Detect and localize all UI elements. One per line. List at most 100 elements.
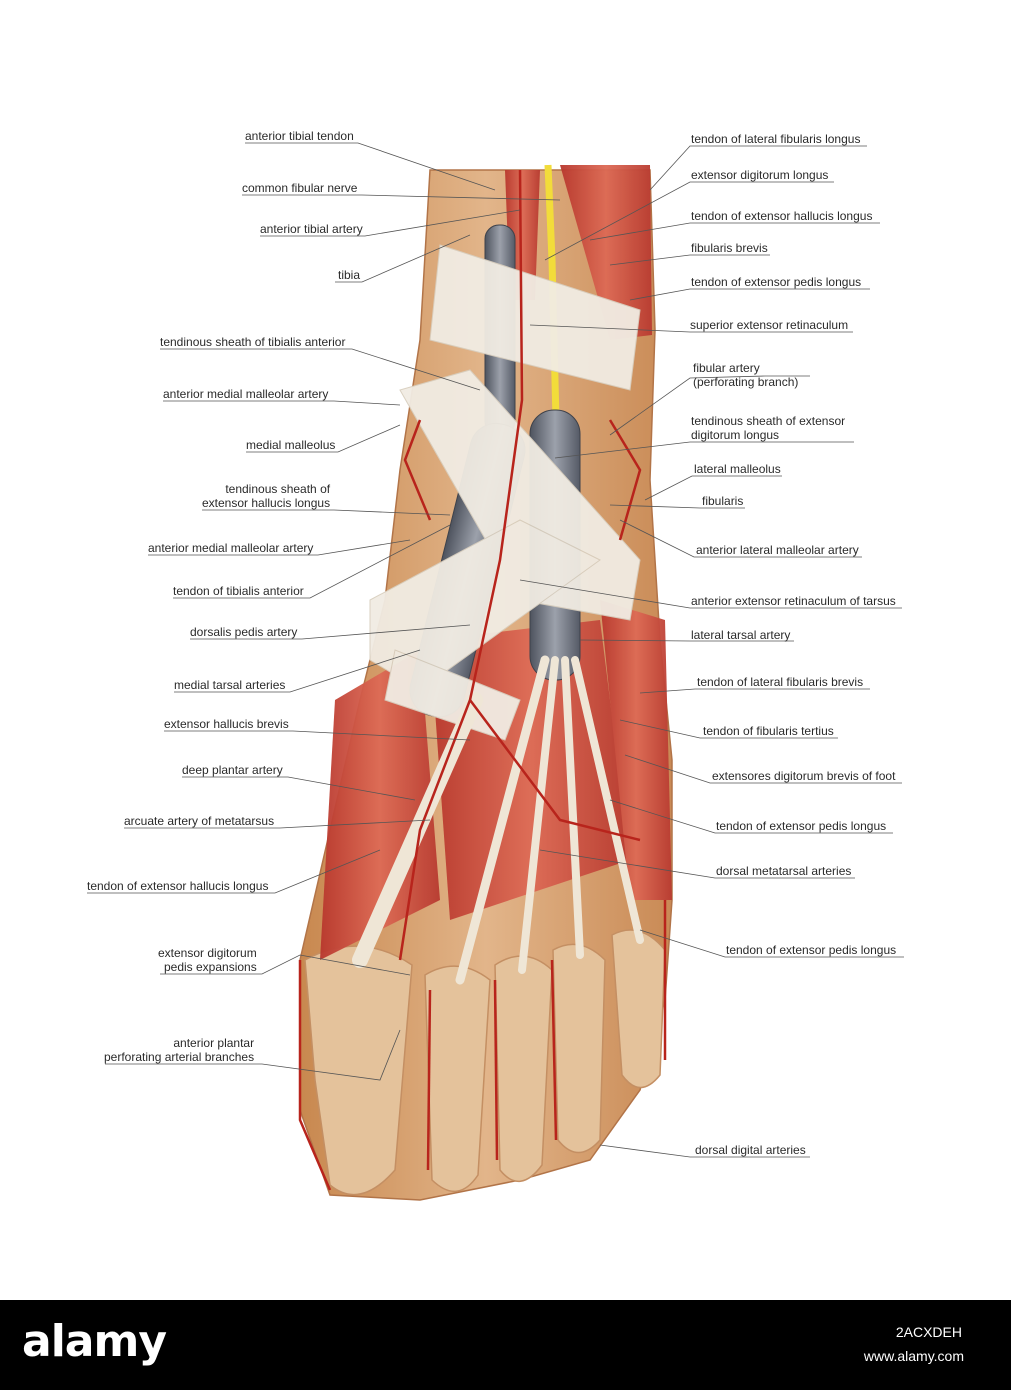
- digital-artery-1: [298, 960, 332, 1191]
- label-sheath-tibialis-anterior: tendinous sheath of tibialis anterior: [160, 335, 346, 349]
- label-extensor-hallucis-brevis: extensor hallucis brevis: [164, 717, 289, 731]
- label-tendon-extensor-hallucis-longus-r: tendon of extensor hallucis longus: [691, 209, 873, 223]
- leader-r6: [529, 324, 853, 333]
- tendon-toe4: [561, 656, 584, 959]
- leader-r17: [609, 799, 893, 834]
- digital-artery-4: [550, 959, 558, 1141]
- label-medial-malleolus: medial malleolus: [246, 438, 336, 452]
- leader-l8: [202, 509, 451, 516]
- label-anterior-plantar-perforating: anterior plantar perforating arterial br…: [104, 1036, 255, 1064]
- leader-l13: [164, 730, 471, 741]
- leader-l2: [242, 194, 561, 201]
- leader-l1: [245, 142, 496, 191]
- foot-muscle-medial: [320, 650, 440, 960]
- retinacula: [369, 244, 641, 741]
- inferior-retinaculum-band2: [369, 519, 601, 691]
- toe-2: [424, 965, 491, 1192]
- leader-r16: [624, 754, 902, 784]
- lateral-malleolar-artery: [608, 419, 642, 541]
- label-anterior-medial-malleolar-artery-1: anterior medial malleolar artery: [163, 387, 329, 401]
- label-dorsal-digital-arteries: dorsal digital arteries: [695, 1143, 806, 1157]
- leader-l17: [160, 954, 411, 976]
- leader-r7: [609, 375, 810, 436]
- leader-r9: [644, 475, 782, 501]
- leader-r8: [554, 441, 854, 459]
- leader-r12: [519, 579, 902, 609]
- label-fibularis-brevis: fibularis brevis: [691, 241, 768, 255]
- digital-artery-3: [493, 979, 499, 1161]
- label-dorsal-metatarsal-arteries: dorsal metatarsal arteries: [716, 864, 852, 878]
- leader-l9: [148, 539, 411, 556]
- tendon-toe5: [571, 656, 644, 944]
- foot-illustration: [87, 142, 904, 1201]
- toe-4: [552, 943, 606, 1154]
- leader-r18: [539, 849, 855, 879]
- label-extensores-digitorum-brevis: extensores digitorum brevis of foot: [712, 769, 896, 783]
- leader-l4: [335, 234, 471, 283]
- label-fibularis: fibularis: [702, 494, 744, 508]
- digital-artery-2: [426, 989, 432, 1171]
- leader-r11: [619, 519, 862, 558]
- leader-r1: [649, 145, 867, 191]
- leader-r5: [629, 288, 870, 301]
- leader-l14: [182, 776, 416, 801]
- label-tendon-extensor-pedis-longus-2: tendon of extensor pedis longus: [716, 819, 887, 833]
- label-deep-plantar-artery: deep plantar artery: [182, 763, 283, 777]
- leader-l15: [124, 819, 431, 829]
- anterior-tibial-artery: [398, 169, 524, 961]
- label-anterior-lateral-malleolar-artery: anterior lateral malleolar artery: [696, 543, 859, 557]
- label-common-fibular-nerve: common fibular nerve: [242, 181, 358, 195]
- label-tendon-fibularis-tertius: tendon of fibularis tertius: [703, 724, 834, 738]
- label-lateral-tarsal-artery: lateral tarsal artery: [691, 628, 791, 642]
- label-arcuate-artery: arcuate artery of metatarsus: [124, 814, 275, 828]
- dorsalis-pedis-branch: [469, 699, 641, 842]
- leader-r20: [599, 1144, 810, 1158]
- label-tendon-tibialis-anterior: tendon of tibialis anterior: [173, 584, 304, 598]
- leader-r19: [639, 929, 904, 958]
- leader-l5: [160, 348, 481, 391]
- label-tendon-extensor-pedis-longus-1: tendon of extensor pedis longus: [691, 275, 862, 289]
- leader-r4: [609, 254, 770, 266]
- label-medial-tarsal-arteries: medial tarsal arteries: [174, 678, 286, 692]
- label-tendon-extensor-hallucis-longus: tendon of extensor hallucis longus: [87, 879, 269, 893]
- leader-l16: [87, 849, 381, 894]
- label-sheath-extensor-digitorum-longus: tendinous sheath of extensor digitorum l…: [691, 414, 846, 442]
- label-sheath-extensor-hallucis-longus: tendinous sheath of extensor hallucis lo…: [202, 482, 331, 510]
- leader-l10: [173, 524, 451, 599]
- leader-l11: [190, 624, 471, 640]
- tendons: [352, 655, 644, 985]
- tendon-toe3: [518, 656, 559, 974]
- label-extensor-digitorum-longus: extensor digitorum longus: [691, 168, 829, 182]
- leader-r2: [544, 181, 834, 261]
- label-extensor-digitorum-expansions: extensor digitorum pedis expansions: [158, 946, 257, 974]
- leader-l7: [246, 424, 401, 453]
- image-id: 2ACXDEH: [895, 1324, 962, 1340]
- leg-muscle-lateral: [560, 165, 652, 340]
- tendon-hallucis: [352, 692, 483, 968]
- leader-l18: [105, 1029, 401, 1081]
- leader-r15: [619, 719, 838, 739]
- toes: [304, 929, 666, 1196]
- label-lateral-malleolus: lateral malleolus: [694, 462, 781, 476]
- label-superior-extensor-retinaculum: superior extensor retinaculum: [690, 318, 849, 332]
- arteries: [298, 169, 667, 1191]
- label-anterior-medial-malleolar-artery-2: anterior medial malleolar artery: [148, 541, 314, 555]
- inferior-retinaculum-band3: [384, 649, 521, 741]
- leader-lines: [87, 142, 904, 1158]
- leader-r13: [579, 639, 794, 642]
- leader-l3: [260, 209, 521, 237]
- label-tendon-lateral-fibularis-brevis: tendon of lateral fibularis brevis: [697, 675, 864, 689]
- toe-3: [494, 955, 553, 1182]
- leader-r3: [589, 222, 880, 241]
- label-tendon-extensor-pedis-longus-3: tendon of extensor pedis longus: [726, 943, 897, 957]
- label-tibia: tibia: [338, 268, 361, 282]
- leader-l12: [174, 649, 421, 693]
- label-fibular-artery: fibular artery (perforating branch): [693, 361, 799, 389]
- tendon-toe2: [455, 655, 550, 985]
- label-anterior-extensor-retinaculum: anterior extensor retinaculum of tarsus: [691, 594, 896, 608]
- label-anterior-tibial-artery: anterior tibial artery: [260, 222, 363, 236]
- site-url: www.alamy.com: [863, 1348, 964, 1364]
- leader-r10: [609, 504, 745, 509]
- leader-l6: [163, 400, 401, 406]
